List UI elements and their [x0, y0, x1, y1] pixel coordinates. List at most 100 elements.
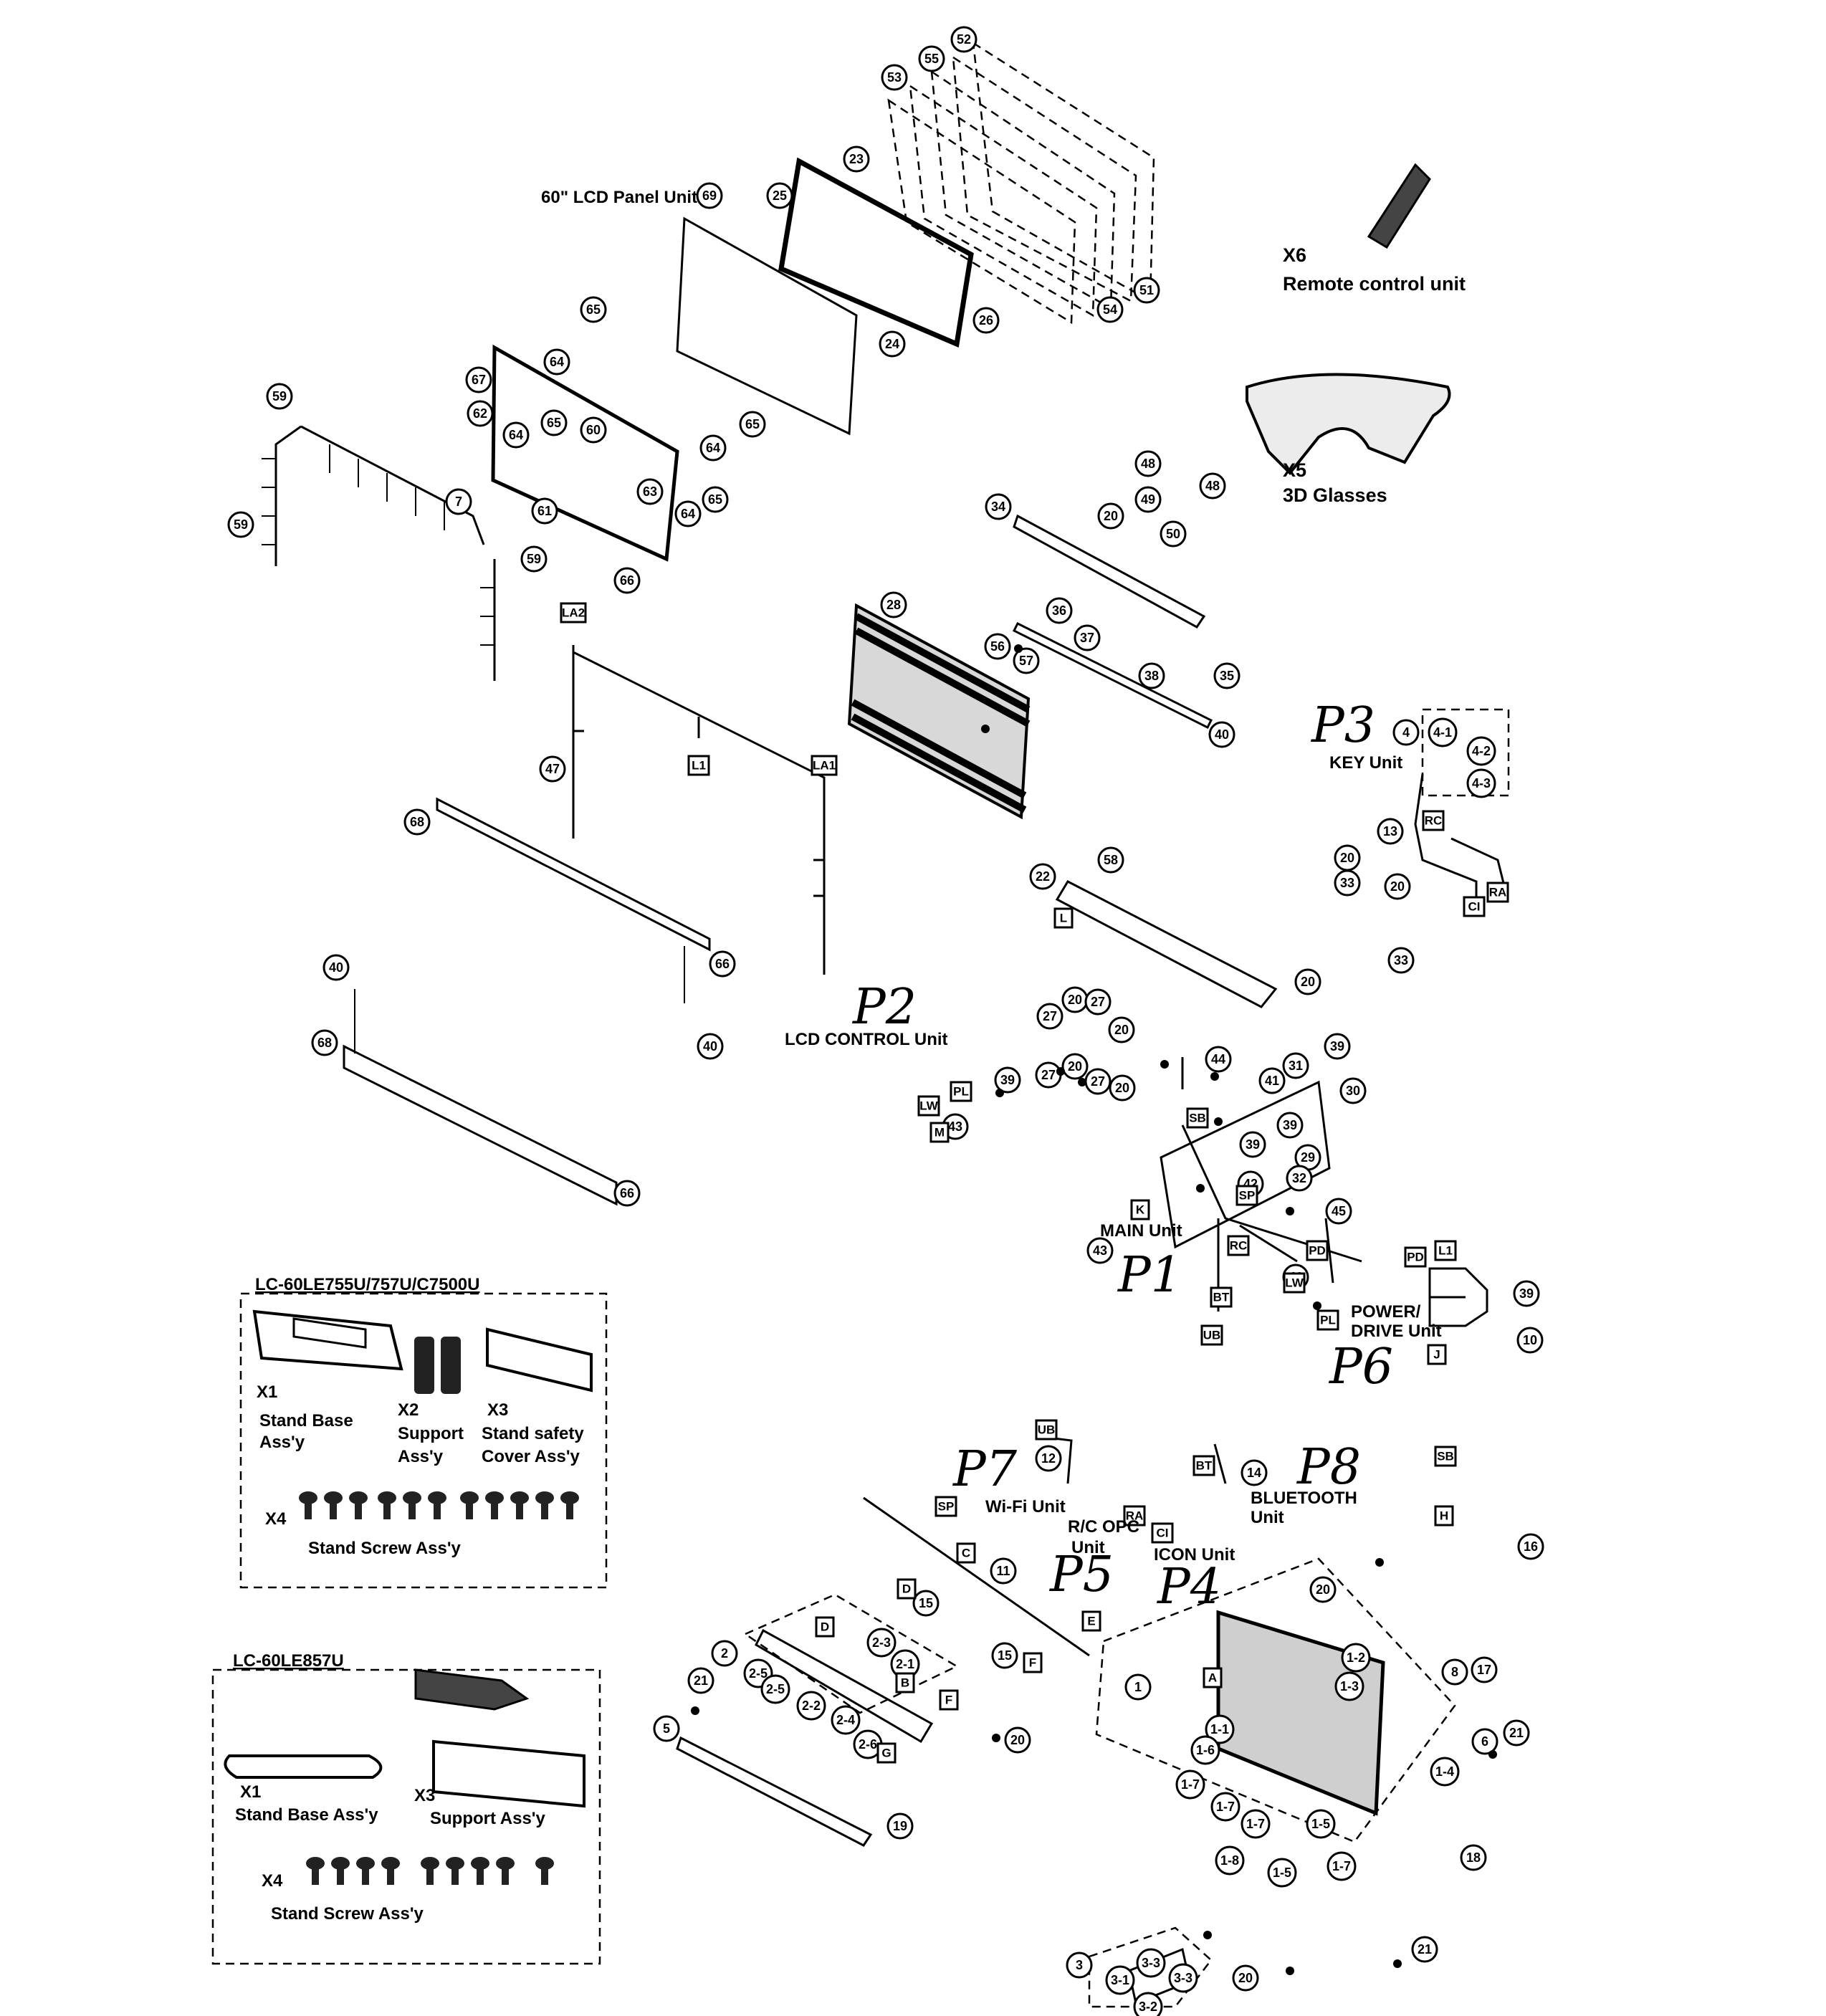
callout-circle — [1517, 1533, 1544, 1560]
screw-icon — [992, 1734, 1000, 1742]
p1-label: P1 — [1117, 1247, 1182, 1304]
connector-code: RA — [1126, 1509, 1144, 1523]
callout-39: 39 — [1513, 1280, 1540, 1307]
callout-65: 65 — [540, 409, 568, 436]
callout-20: 20 — [1061, 1053, 1089, 1080]
callout-circle — [1168, 1963, 1198, 1993]
callout-circle — [912, 1590, 940, 1617]
callout-45: 45 — [1325, 1198, 1352, 1225]
connector-code: LW — [1285, 1276, 1304, 1290]
callout-2-2: 2-2 — [796, 1691, 826, 1721]
callout-32: 32 — [1286, 1165, 1313, 1192]
callout-40: 40 — [322, 954, 350, 981]
connector-box — [1210, 1286, 1233, 1308]
callout-circle — [311, 1029, 338, 1056]
connector-box — [815, 1616, 835, 1638]
callout-circle — [674, 500, 702, 527]
callout-3-2: 3-2 — [1133, 1992, 1163, 2016]
connector-pd: PD — [1404, 1246, 1427, 1268]
callout-circle — [739, 411, 766, 438]
connector-box — [687, 755, 710, 776]
connector-code: C — [962, 1547, 970, 1560]
connector-box — [1463, 896, 1486, 917]
callout-circle — [1035, 1445, 1062, 1472]
callout-number: 35 — [1220, 669, 1234, 683]
power-drive-label-1: POWER/ — [1351, 1302, 1421, 1322]
callout-circle — [1334, 869, 1361, 897]
callout-number: 5 — [663, 1721, 670, 1736]
connector-code: RA — [1489, 886, 1507, 899]
rc-opc-label-1: R/C OPC — [1068, 1517, 1139, 1537]
callout-number: 27 — [1041, 1068, 1056, 1082]
connector-l1: L1 — [1434, 1240, 1457, 1261]
connector-code: RC — [1425, 814, 1443, 828]
callout-number: 65 — [708, 492, 722, 507]
callout-number: 65 — [547, 416, 561, 430]
callout-56: 56 — [984, 633, 1011, 660]
callout-circle — [1428, 717, 1458, 747]
callout-number: 38 — [1144, 669, 1159, 683]
connector-m: M — [929, 1122, 950, 1143]
callout-circle — [1471, 1728, 1498, 1755]
callout-7: 7 — [445, 488, 472, 515]
callout-number: 1-8 — [1220, 1853, 1239, 1868]
callout-number: 59 — [272, 389, 287, 403]
callout-13: 13 — [1377, 818, 1404, 845]
callout-circle — [1239, 1131, 1266, 1158]
kit2-x4: X4 — [262, 1871, 283, 1891]
glasses-label: 3D Glasses — [1283, 484, 1387, 506]
connector-code: UB — [1203, 1329, 1221, 1342]
callout-number: 10 — [1523, 1333, 1537, 1347]
callout-circle — [1471, 1656, 1498, 1683]
callout-circle — [266, 383, 293, 410]
screw-icon — [1393, 1959, 1402, 1968]
connector-box — [917, 1095, 940, 1117]
connector-box — [811, 755, 838, 776]
connector-ci: CI — [1463, 896, 1486, 917]
callout-circle — [1133, 277, 1160, 304]
callout-21: 21 — [687, 1667, 714, 1694]
connector-box — [1404, 1246, 1427, 1268]
screw-icon — [1488, 1750, 1497, 1759]
callout-number: 4-1 — [1433, 725, 1452, 740]
callout-number: 8 — [1451, 1665, 1458, 1679]
callout-2-4: 2-4 — [831, 1705, 861, 1735]
kit-shapes — [224, 1309, 593, 1808]
kit2-x1: X1 — [240, 1782, 261, 1802]
callout-circle — [1387, 947, 1415, 974]
callout-20: 20 — [1384, 873, 1411, 900]
connector-code: CI — [1468, 900, 1481, 914]
connector-code: M — [934, 1126, 945, 1140]
kit2-x3-name: Support Ass'y — [430, 1809, 545, 1828]
connector-box — [956, 1542, 976, 1564]
callout-26: 26 — [972, 307, 1000, 334]
callout-number: 66 — [620, 573, 634, 588]
callout-6: 6 — [1471, 1728, 1498, 1755]
callout-number: 1-7 — [1246, 1817, 1265, 1831]
stand-screw-icon — [428, 1491, 446, 1519]
callout-circle — [687, 1667, 714, 1694]
callout-number: 1-7 — [1332, 1859, 1351, 1873]
connector-code: LA1 — [813, 759, 836, 773]
x6-label: X6 — [1283, 244, 1306, 266]
callout-1-7: 1-7 — [1327, 1851, 1357, 1881]
connector-ub: UB — [1200, 1324, 1223, 1346]
callout-number: 22 — [1036, 869, 1050, 884]
callout-62: 62 — [467, 400, 494, 427]
connector-e: E — [1081, 1610, 1101, 1632]
callout-64: 64 — [699, 434, 727, 462]
callout-number: 21 — [694, 1673, 708, 1688]
callout-20: 20 — [1097, 502, 1124, 530]
callout-20: 20 — [1294, 968, 1321, 995]
callout-circle — [760, 1674, 790, 1704]
callout-number: 56 — [990, 639, 1005, 654]
callout-number: 63 — [643, 484, 657, 499]
stand-screw-icon — [446, 1857, 464, 1885]
callout-39: 39 — [1324, 1033, 1351, 1060]
callout-circle — [1074, 624, 1101, 651]
callout-circle — [1029, 863, 1056, 890]
callout-number: 25 — [773, 188, 787, 203]
callout-57: 57 — [1013, 647, 1040, 674]
connector-code: J — [1433, 1348, 1440, 1362]
